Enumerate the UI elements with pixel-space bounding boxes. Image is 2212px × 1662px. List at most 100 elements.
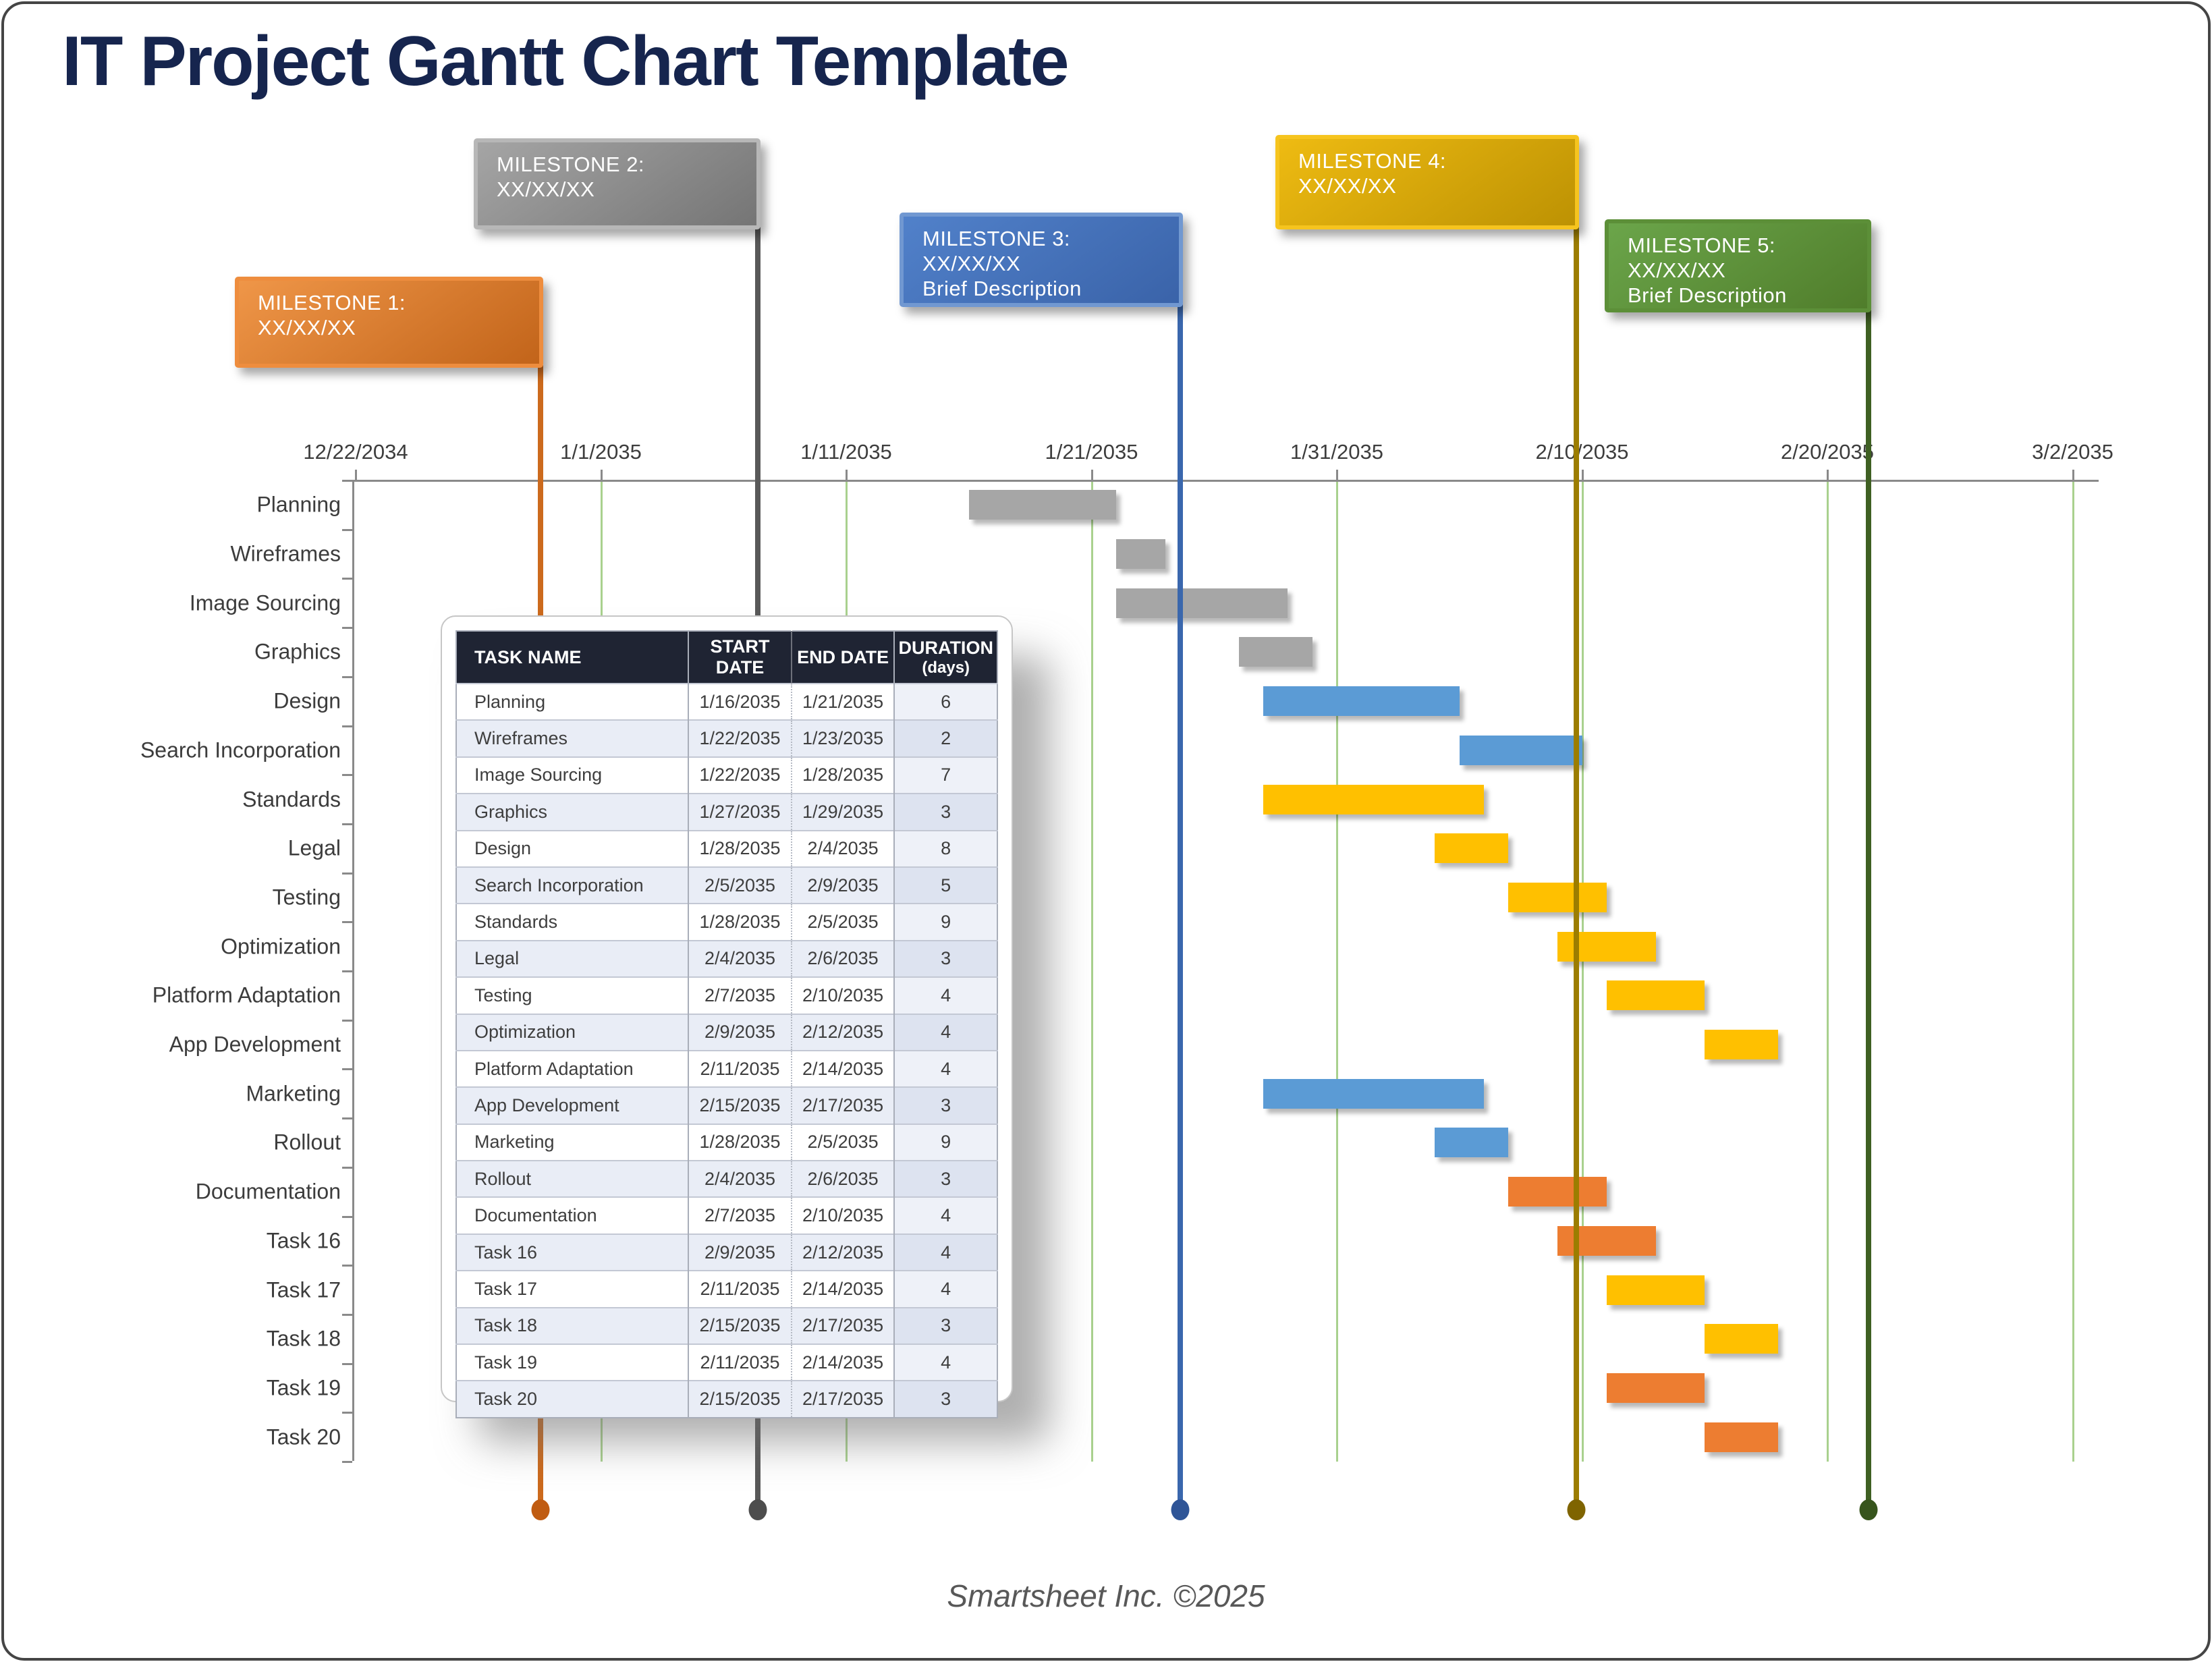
table-cell-col-dur: 4 — [893, 1049, 997, 1088]
gantt-bar-app-development[interactable] — [1705, 1030, 1779, 1060]
table-cell-col-dur: 7 — [893, 756, 997, 794]
milestone-label: MILESTONE 1: — [258, 291, 406, 314]
date-gridline — [1581, 482, 1584, 1462]
table-cell-col-end: 2/12/2035 — [790, 1013, 895, 1051]
task-row-label: Task 18 — [266, 1326, 341, 1351]
table-cell-col-start: 2/9/2035 — [688, 1013, 792, 1051]
y-axis-tick — [342, 1362, 352, 1365]
x-axis-tick — [2072, 470, 2074, 480]
task-row-label: Image Sourcing — [189, 590, 341, 615]
x-axis-date-label: 1/1/2035 — [560, 440, 642, 464]
table-cell-col-dur: 6 — [893, 682, 997, 721]
gantt-bar-planning[interactable] — [968, 490, 1116, 520]
table-cell-col-start: 1/28/2035 — [688, 903, 792, 941]
table-cell-col-end: 2/10/2035 — [790, 1196, 895, 1234]
x-axis-date-label: 1/11/2035 — [800, 440, 892, 464]
x-axis-tick — [1336, 470, 1338, 480]
gantt-bar-platform-adaptation[interactable] — [1606, 980, 1705, 1011]
table-header-col-end: END DATE — [790, 631, 895, 684]
gantt-bar-task-20[interactable] — [1705, 1422, 1779, 1452]
gantt-bar-documentation[interactable] — [1508, 1177, 1607, 1207]
gantt-bar-task-16[interactable] — [1557, 1225, 1656, 1256]
table-cell-col-name: App Development — [456, 1086, 689, 1124]
table-cell-col-name: Design — [456, 829, 689, 867]
task-row-label: Standards — [242, 787, 341, 812]
gantt-bar-legal[interactable] — [1435, 833, 1509, 864]
table-cell-col-name: Marketing — [456, 1123, 689, 1161]
task-row-label: Search Incorporation — [140, 738, 341, 763]
gantt-bar-optimization[interactable] — [1557, 931, 1656, 962]
milestone-flag[interactable]: MILESTONE 4:XX/XX/XX — [1275, 135, 1579, 229]
gantt-bar-rollout[interactable] — [1435, 1128, 1509, 1158]
milestone-line — [1178, 304, 1183, 1501]
milestone-date: XX/XX/XX — [497, 177, 595, 201]
table-cell-col-dur: 3 — [893, 1380, 997, 1418]
milestone-flag[interactable]: MILESTONE 2:XX/XX/XX — [474, 138, 761, 229]
milestone-dot — [748, 1499, 767, 1520]
footer-credit: Smartsheet Inc. ©2025 — [947, 1578, 1265, 1613]
table-cell-col-start: 2/7/2035 — [688, 1196, 792, 1234]
table-cell-col-start: 1/28/2035 — [688, 829, 792, 867]
milestone-flag[interactable]: MILESTONE 1:XX/XX/XX — [235, 277, 543, 368]
gantt-bar-design[interactable] — [1263, 686, 1460, 717]
task-row-label: Planning — [256, 492, 341, 517]
milestone-date: XX/XX/XX — [922, 252, 1021, 275]
y-axis-tick — [342, 528, 352, 531]
table-cell-col-end: 2/10/2035 — [790, 976, 895, 1014]
table-cell-col-name: Testing — [456, 976, 689, 1014]
x-axis-date-label: 1/21/2035 — [1045, 440, 1138, 464]
gantt-bar-wireframes[interactable] — [1115, 539, 1165, 570]
milestone-description: Brief Description — [1628, 283, 1787, 307]
table-cell-col-dur: 9 — [893, 903, 997, 941]
task-row-label: Rollout — [273, 1130, 341, 1155]
table-cell-col-dur: 3 — [893, 939, 997, 978]
table-cell-col-start: 2/11/2035 — [688, 1049, 792, 1088]
table-cell-col-dur: 3 — [893, 1086, 997, 1124]
table-cell-col-dur: 3 — [893, 1306, 997, 1345]
table-cell-col-name: Rollout — [456, 1160, 689, 1198]
gantt-bar-task-19[interactable] — [1606, 1373, 1705, 1403]
table-cell-col-end: 2/5/2035 — [790, 1123, 895, 1161]
milestone-description: Brief Description — [922, 277, 1082, 300]
table-cell-col-start: 2/15/2035 — [688, 1086, 792, 1124]
y-axis-tick — [342, 725, 352, 727]
milestone-date: XX/XX/XX — [1298, 174, 1397, 198]
milestone-label: MILESTONE 4: — [1298, 149, 1447, 173]
x-axis-tick — [355, 470, 357, 480]
task-row-label: Design — [273, 688, 341, 713]
gantt-bar-image-sourcing[interactable] — [1115, 588, 1288, 618]
milestone-dot — [531, 1499, 550, 1520]
table-cell-col-end: 2/17/2035 — [790, 1306, 895, 1345]
gantt-bar-graphics[interactable] — [1238, 637, 1312, 667]
gantt-bar-testing[interactable] — [1508, 882, 1607, 912]
table-cell-col-name: Image Sourcing — [456, 756, 689, 794]
table-cell-col-end: 2/6/2035 — [790, 1160, 895, 1198]
table-cell-col-name: Standards — [456, 903, 689, 941]
gantt-bar-standards[interactable] — [1263, 784, 1485, 814]
gantt-bar-marketing[interactable] — [1263, 1078, 1485, 1109]
task-row-label: Task 20 — [266, 1424, 341, 1449]
table-cell-col-end: 2/14/2035 — [790, 1049, 895, 1088]
table-cell-col-start: 2/9/2035 — [688, 1233, 792, 1271]
table-cell-col-dur: 3 — [893, 1160, 997, 1198]
y-axis-tick — [342, 1117, 352, 1120]
x-axis-tick — [1581, 470, 1584, 480]
table-cell-col-name: Task 17 — [456, 1270, 689, 1308]
gantt-bar-task-17[interactable] — [1606, 1275, 1705, 1305]
gantt-bar-task-18[interactable] — [1705, 1324, 1779, 1354]
task-row-label: Task 16 — [266, 1228, 341, 1253]
gantt-bar-search-incorporation[interactable] — [1459, 735, 1582, 765]
table-cell-col-end: 2/12/2035 — [790, 1233, 895, 1271]
y-axis-tick — [342, 480, 352, 482]
